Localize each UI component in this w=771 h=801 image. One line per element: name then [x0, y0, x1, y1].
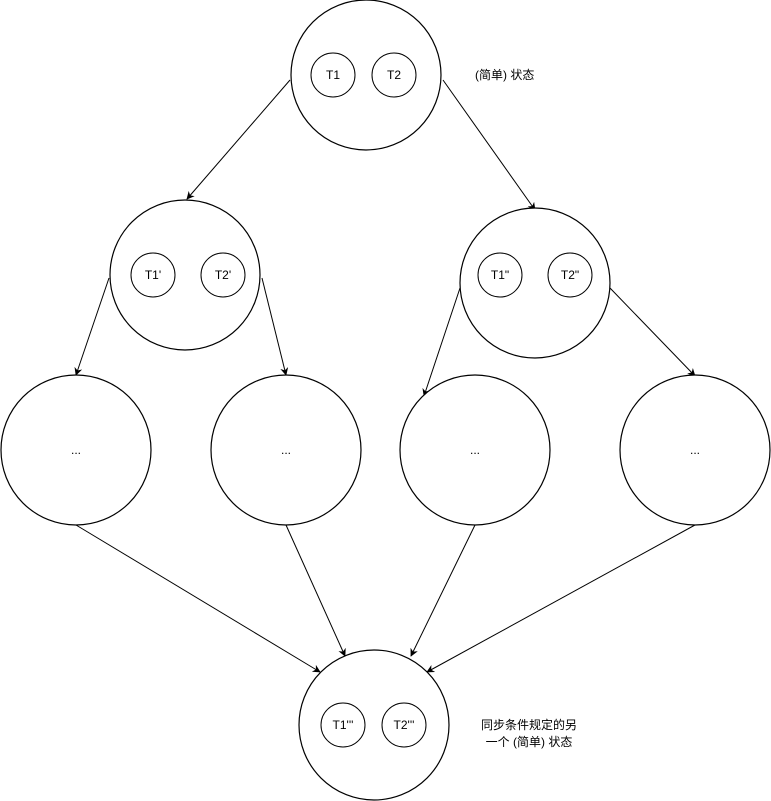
ellipsis-label: ...: [690, 443, 700, 457]
ellipsis-label: ...: [71, 443, 81, 457]
note-sync-line2: 一个 (简单) 状态: [486, 735, 573, 749]
state-intermediate-3-circle: [399, 374, 551, 526]
state-left-circle: [109, 199, 261, 351]
thread-t2-double-prime-label: T2": [561, 268, 579, 282]
state-final-circle: [298, 649, 450, 801]
thread-t2-triple-prime-circle: [381, 702, 427, 748]
state-left: T1' T2': [109, 199, 261, 351]
thread-t1-double-prime-label: T1": [491, 268, 509, 282]
ellipsis-label: ...: [281, 443, 291, 457]
edge-c2-to-final: [285, 524, 346, 657]
thread-t2-circle: [371, 52, 417, 98]
state-right: T1" T2": [459, 207, 611, 359]
state-root: T1 T2: [290, 0, 442, 151]
note-sync-line1: 同步条件规定的另: [481, 717, 577, 732]
edges: [74, 79, 696, 673]
thread-t1-prime-circle: [130, 252, 176, 298]
thread-t2-label: T2: [387, 68, 401, 82]
edge-c3-to-final: [410, 524, 476, 657]
edge-c1-to-final: [75, 524, 321, 673]
thread-t1-double-prime-circle: [477, 252, 523, 298]
edge-root-to-left: [186, 79, 291, 200]
state-intermediate-4-circle: [619, 374, 771, 526]
thread-t1-circle: [310, 52, 356, 98]
edge-c4-to-final: [426, 524, 696, 673]
edge-right-to-c4: [609, 287, 696, 377]
thread-t2-double-prime-circle: [547, 252, 593, 298]
state-intermediate-3: ...: [399, 374, 551, 526]
thread-t1-prime-label: T1': [145, 268, 161, 282]
state-right-circle: [459, 207, 611, 359]
edge-left-to-c2: [261, 277, 289, 376]
state-root-circle: [290, 0, 442, 151]
thread-t2-prime-label: T2': [215, 268, 231, 282]
state-intermediate-1-circle: [0, 374, 152, 526]
thread-t2-triple-prime-label: T2''': [394, 718, 415, 732]
state-intermediate-4: ...: [619, 374, 771, 526]
thread-t1-label: T1: [326, 68, 340, 82]
thread-t1-triple-prime-label: T1''': [333, 718, 354, 732]
thread-t1-triple-prime-circle: [320, 702, 366, 748]
ellipsis-label: ...: [470, 443, 480, 457]
state-intermediate-2: ...: [210, 374, 362, 526]
thread-t2-prime-circle: [200, 252, 246, 298]
state-final: T1''' T2''': [298, 649, 450, 801]
edge-left-to-c1: [74, 277, 110, 376]
note-simple-state: (简单) 状态: [475, 68, 534, 82]
state-intermediate-2-circle: [210, 374, 362, 526]
edge-right-to-c3: [422, 287, 461, 397]
state-intermediate-1: ...: [0, 374, 152, 526]
edge-root-to-right: [442, 79, 536, 211]
